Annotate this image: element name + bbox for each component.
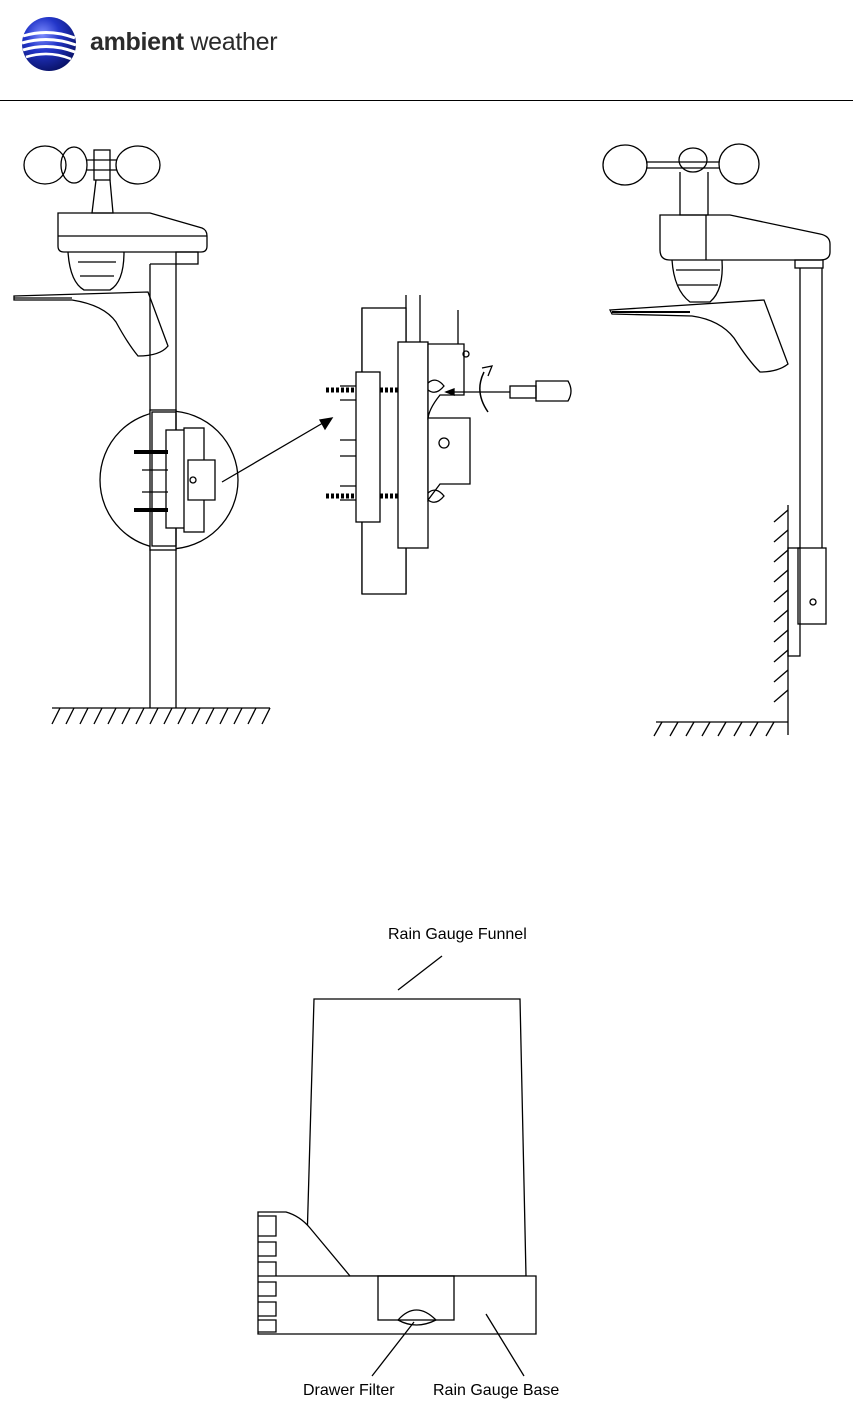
detail-arrow [222,418,332,482]
base-label: Rain Gauge Base [433,1382,559,1400]
rain-gauge-illustration [258,956,536,1376]
wall-hatching [774,510,788,702]
pole-mount-illustration [14,146,270,724]
drawer-filter-label: Drawer Filter [303,1382,395,1400]
ground-hatching [52,708,270,724]
wall-mount-illustration [603,144,830,736]
funnel-label: Rain Gauge Funnel [388,926,527,944]
bracket-detail-illustration [326,295,571,594]
ground-hatching [654,722,774,736]
